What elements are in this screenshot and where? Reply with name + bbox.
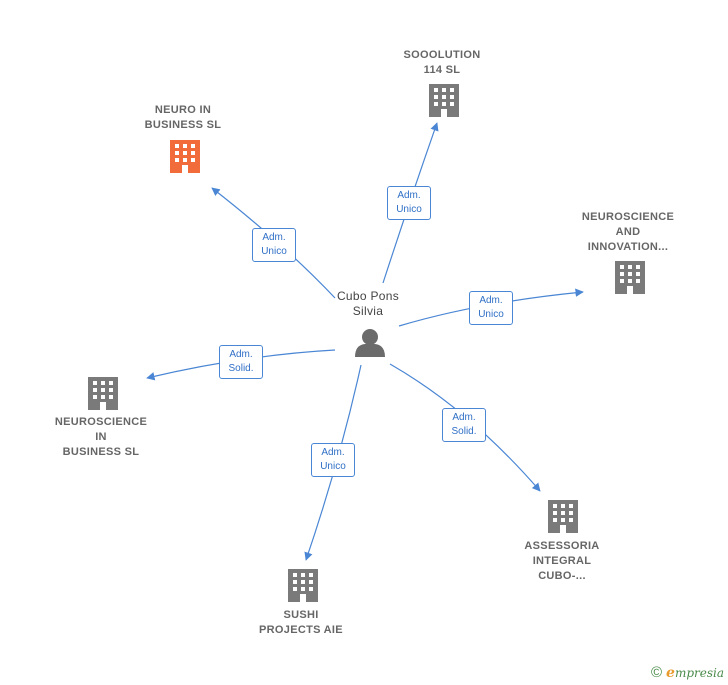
building-icon[interactable]: [88, 377, 118, 410]
edge-label-sushi-projects[interactable]: Adm. Unico: [311, 443, 355, 477]
edge-label-sooolution[interactable]: Adm. Unico: [387, 186, 431, 220]
building-icon[interactable]: [615, 261, 645, 294]
edge-role-line: Solid.: [451, 426, 477, 437]
edge-label-neuroscience-in-business[interactable]: Adm. Solid.: [219, 345, 263, 379]
company-label-neuroscience-in-business[interactable]: NEUROSCIENCE IN BUSINESS SL: [41, 415, 161, 460]
company-label-line: CUBO-...: [538, 570, 586, 582]
company-label-line: NEUROSCIENCE: [54, 416, 148, 428]
company-label-line: NEUROSCIENCE: [581, 211, 675, 223]
copyright-symbol: ©: [650, 664, 663, 681]
building-icon[interactable]: [429, 84, 459, 117]
company-label-neuro-in-business[interactable]: NEURO IN BUSINESS SL: [118, 103, 248, 133]
company-label-line: INTEGRAL: [532, 555, 592, 567]
building-icon[interactable]: [170, 140, 200, 173]
edge-label-neuroscience-innovation[interactable]: Adm. Unico: [469, 291, 513, 325]
company-label-line: 114 SL: [423, 64, 461, 76]
edge-role-line: Unico: [396, 204, 422, 215]
edge-role-line: Adm.: [397, 190, 421, 201]
edge-role-line: Solid.: [228, 363, 254, 374]
edge-role-line: Unico: [261, 246, 287, 257]
company-label-assessoria[interactable]: ASSESSORIA INTEGRAL CUBO-...: [502, 539, 622, 584]
company-label-line: INNOVATION...: [587, 241, 669, 253]
company-label-neuroscience-innovation[interactable]: NEUROSCIENCE AND INNOVATION...: [568, 210, 688, 255]
edge-role-line: Unico: [478, 309, 504, 320]
person-name-line2: Silvia: [352, 304, 384, 318]
building-icon[interactable]: [548, 500, 578, 533]
person-icon[interactable]: [355, 329, 385, 357]
company-label-line: BUSINESS SL: [144, 119, 222, 131]
empresia-logo: empresia: [666, 664, 724, 681]
company-label-line: SOOOLUTION: [403, 49, 481, 61]
edge-role-line: Adm.: [452, 412, 476, 423]
person-name-label[interactable]: Cubo Pons Silvia: [318, 289, 418, 319]
company-label-line: PROJECTS AIE: [259, 624, 343, 636]
edge-role-line: Adm.: [229, 349, 253, 360]
company-label-sooolution[interactable]: SOOOLUTION 114 SL: [377, 48, 507, 78]
building-icon[interactable]: [288, 569, 318, 602]
company-label-line: SUSHI: [283, 609, 319, 621]
company-label-line: NEURO IN: [154, 104, 212, 116]
edge-label-assessoria[interactable]: Adm. Solid.: [442, 408, 486, 442]
company-label-line: IN: [95, 431, 107, 443]
empresia-watermark: © empresia: [651, 664, 724, 681]
company-label-line: AND: [615, 226, 641, 238]
edge-role-line: Unico: [320, 461, 346, 472]
edge-role-line: Adm.: [479, 295, 503, 306]
company-label-line: ASSESSORIA: [524, 540, 600, 552]
edge-role-line: Adm.: [262, 232, 286, 243]
edge-role-line: Adm.: [321, 447, 345, 458]
edge-label-neuro-in-business[interactable]: Adm. Unico: [252, 228, 296, 262]
company-label-line: BUSINESS SL: [62, 446, 140, 458]
company-label-sushi-projects[interactable]: SUSHI PROJECTS AIE: [241, 608, 361, 638]
person-name-line1: Cubo Pons: [336, 289, 400, 303]
